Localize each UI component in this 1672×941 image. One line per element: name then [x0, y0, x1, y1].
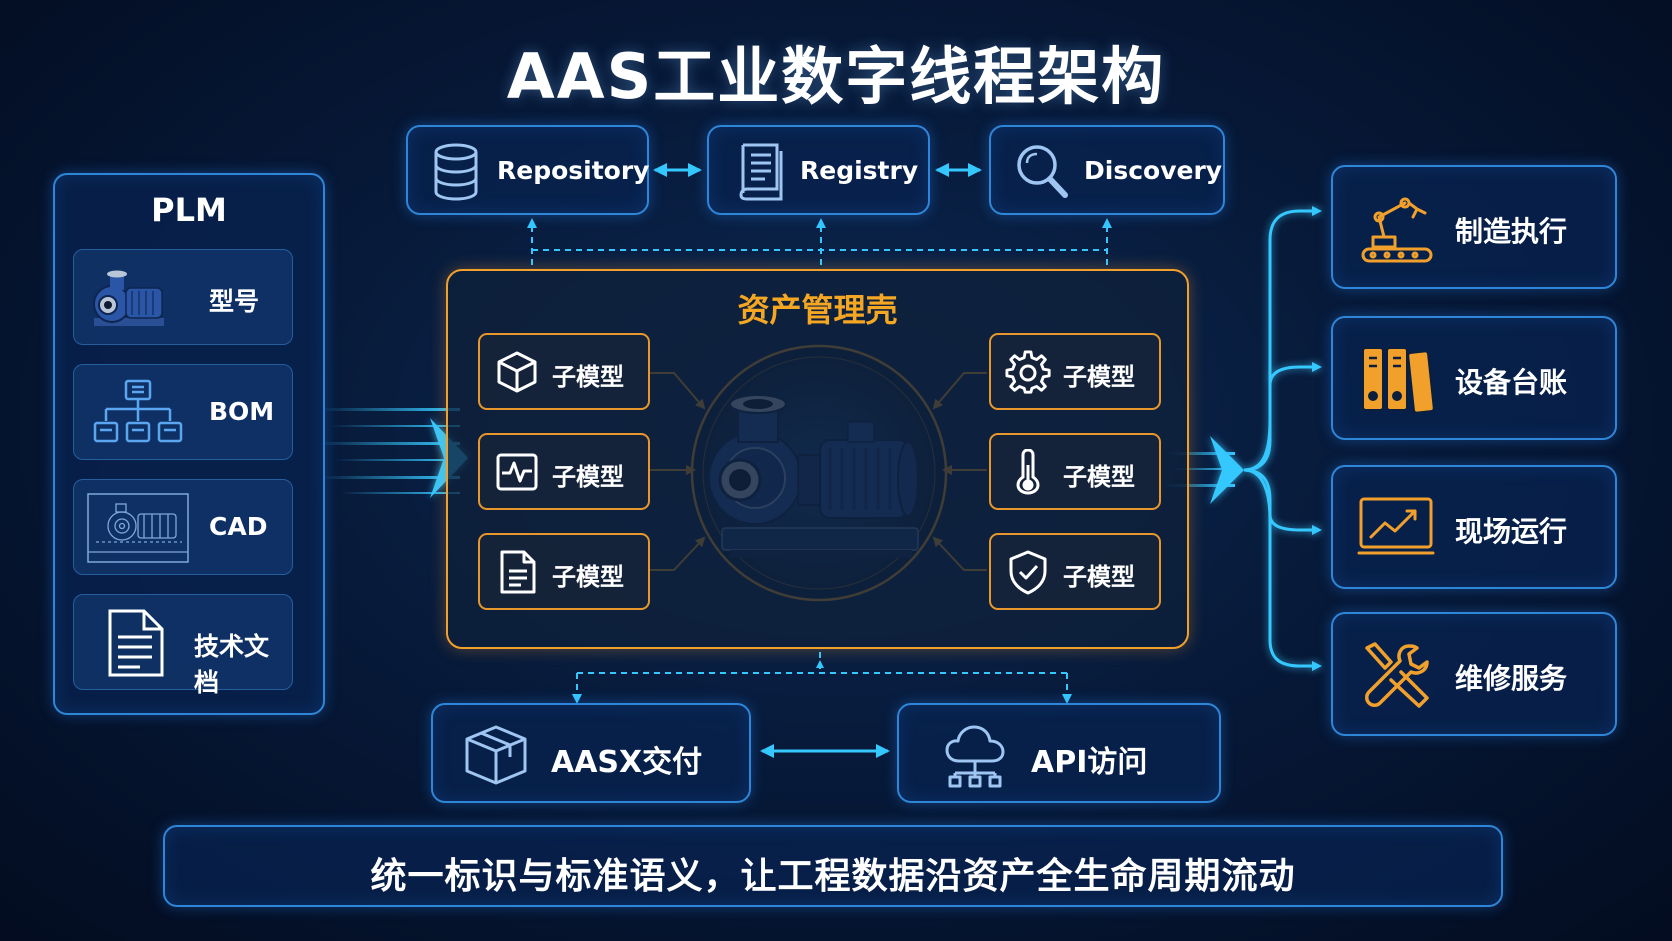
repository-box[interactable]: Repository [406, 125, 649, 215]
discovery-box[interactable]: Discovery [989, 125, 1225, 215]
app-equipment-ledger[interactable]: 设备台账 [1331, 316, 1617, 440]
submodel-right-3[interactable]: 子模型 [989, 533, 1161, 610]
core-to-services-dashed [527, 218, 1112, 265]
submodel-left-1[interactable]: 子模型 [478, 333, 650, 410]
database-icon [434, 143, 478, 201]
submodel-label: 子模型 [552, 463, 624, 491]
app-manufacturing-execution[interactable]: 制造执行 [1331, 165, 1617, 289]
registry-label: Registry [800, 156, 919, 185]
core-outflow [1160, 206, 1322, 671]
app-label: 制造执行 [1455, 215, 1568, 248]
cloud-network-icon [945, 725, 1005, 788]
document-icon [500, 550, 536, 594]
core-to-bottom-dashed [572, 652, 1072, 704]
submodel-right-2[interactable]: 子模型 [989, 433, 1161, 510]
submodel-label: 子模型 [552, 363, 624, 391]
plm-item-model[interactable]: 型号 [73, 249, 293, 345]
core-title: 资产管理壳 [737, 291, 898, 329]
app-label: 现场运行 [1455, 515, 1568, 548]
aasx-delivery-label: AASX交付 [551, 745, 703, 780]
app-field-operation[interactable]: 现场运行 [1331, 465, 1617, 589]
plm-item-techdoc[interactable]: 技术文档 [73, 594, 293, 697]
submodel-left-3[interactable]: 子模型 [478, 533, 650, 610]
aasx-delivery-box[interactable]: AASX交付 [431, 703, 751, 803]
submodel-label: 子模型 [1063, 563, 1135, 591]
app-label: 维修服务 [1455, 662, 1568, 695]
plm-item-bom[interactable]: BOM [73, 364, 293, 460]
plm-title: PLM [151, 191, 227, 229]
plm-item-label: CAD [209, 512, 268, 541]
cube-icon [497, 351, 537, 393]
api-access-label: API访问 [1031, 745, 1148, 780]
hierarchy-icon [93, 379, 183, 443]
plm-item-cad[interactable]: CAD [73, 479, 293, 575]
page-title: AAS工业数字线程架构 [506, 40, 1166, 113]
tools-icon [1365, 642, 1429, 708]
search-icon [1017, 145, 1068, 198]
app-label: 设备台账 [1455, 366, 1568, 399]
discovery-label: Discovery [1084, 156, 1223, 185]
thermometer-icon [1016, 449, 1040, 495]
registry-box[interactable]: Registry [707, 125, 930, 215]
submodel-label: 子模型 [552, 563, 624, 591]
summary-banner-text: 统一标识与标准语义，让工程数据沿资产全生命周期流动 [370, 856, 1296, 897]
api-access-box[interactable]: API访问 [897, 703, 1221, 803]
registry-book-icon [739, 143, 783, 201]
binders-icon [1362, 347, 1433, 414]
plm-item-label: 型号 [209, 287, 260, 316]
gear-icon [1005, 350, 1051, 394]
pump-icon [93, 270, 164, 326]
submodel-right-1[interactable]: 子模型 [989, 333, 1161, 410]
plm-item-label: 技术文档 [194, 632, 270, 697]
plm-panel: PLM 型号 BOM [53, 173, 325, 715]
submodel-label: 子模型 [1063, 363, 1135, 391]
monitor-chart-icon [1357, 497, 1435, 555]
submodel-left-2[interactable]: 子模型 [478, 433, 650, 510]
pulse-monitor-icon [496, 453, 538, 491]
package-icon [465, 725, 527, 785]
repository-label: Repository [497, 156, 650, 185]
document-icon [108, 609, 164, 677]
plm-item-label: BOM [209, 397, 275, 426]
asset-administration-shell: 资产管理壳 子模型 子模型 子模型 子模型 [446, 269, 1189, 649]
shield-check-icon [1009, 550, 1047, 595]
cad-drawing-icon [87, 493, 189, 563]
summary-banner: 统一标识与标准语义，让工程数据沿资产全生命周期流动 [163, 825, 1503, 907]
robot-arm-icon [1361, 197, 1433, 263]
app-maintenance-service[interactable]: 维修服务 [1331, 612, 1617, 736]
submodel-label: 子模型 [1063, 463, 1135, 491]
